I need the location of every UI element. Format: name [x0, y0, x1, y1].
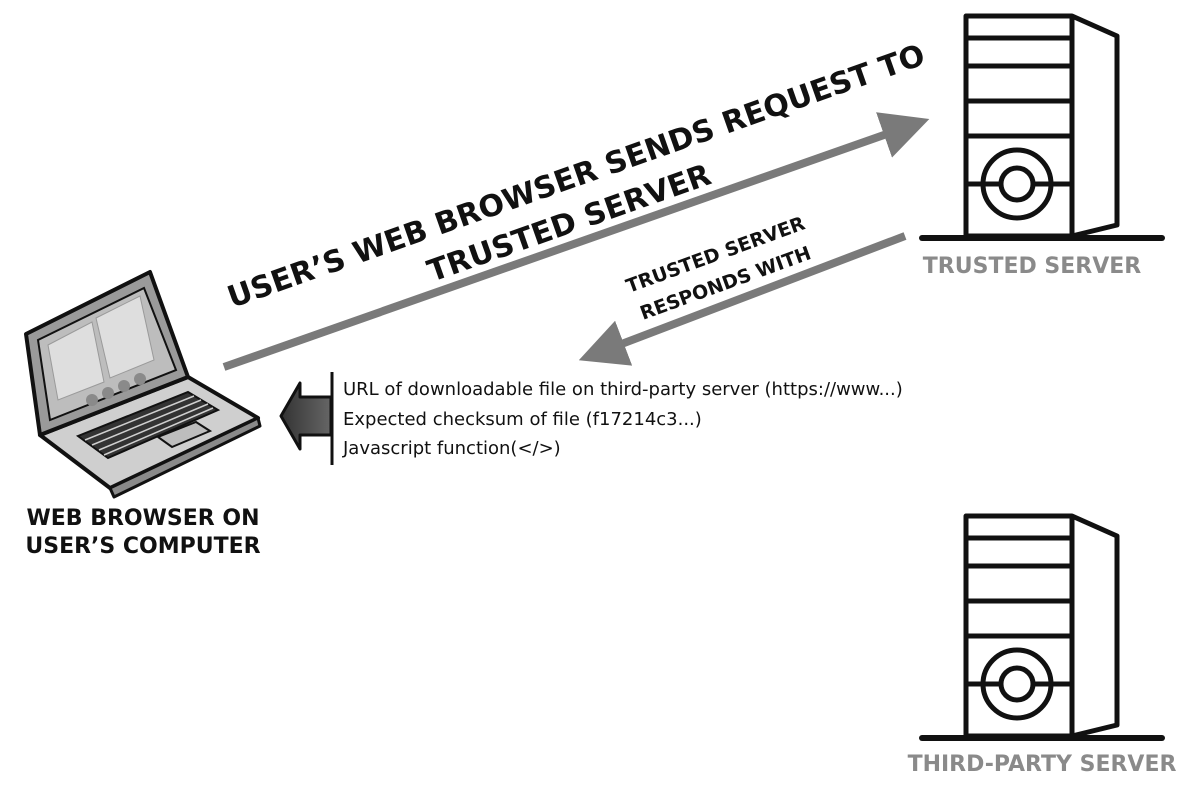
response-item-javascript: Javascript function(</>)	[342, 438, 561, 459]
response-item-url: URL of downloadable file on third-party …	[343, 379, 903, 400]
trusted-server-label: TRUSTED SERVER	[923, 254, 1141, 279]
request-arrow	[222, 112, 930, 371]
server-icon	[919, 513, 1165, 741]
response-arrow	[578, 232, 907, 366]
third-party-server-label: THIRD-PARTY SERVER	[908, 752, 1177, 777]
laptop-icon	[24, 270, 262, 499]
response-item-checksum: Expected checksum of file (f17214c3...)	[343, 409, 702, 430]
request-label-line1: USER’S WEB BROWSER SENDS REQUEST TO	[223, 38, 930, 316]
server-icon	[919, 13, 1165, 241]
block-arrow-left-icon	[279, 381, 333, 451]
browser-label-line1: WEB BROWSER ON	[27, 506, 260, 531]
browser-label-line2: USER’S COMPUTER	[25, 534, 260, 559]
